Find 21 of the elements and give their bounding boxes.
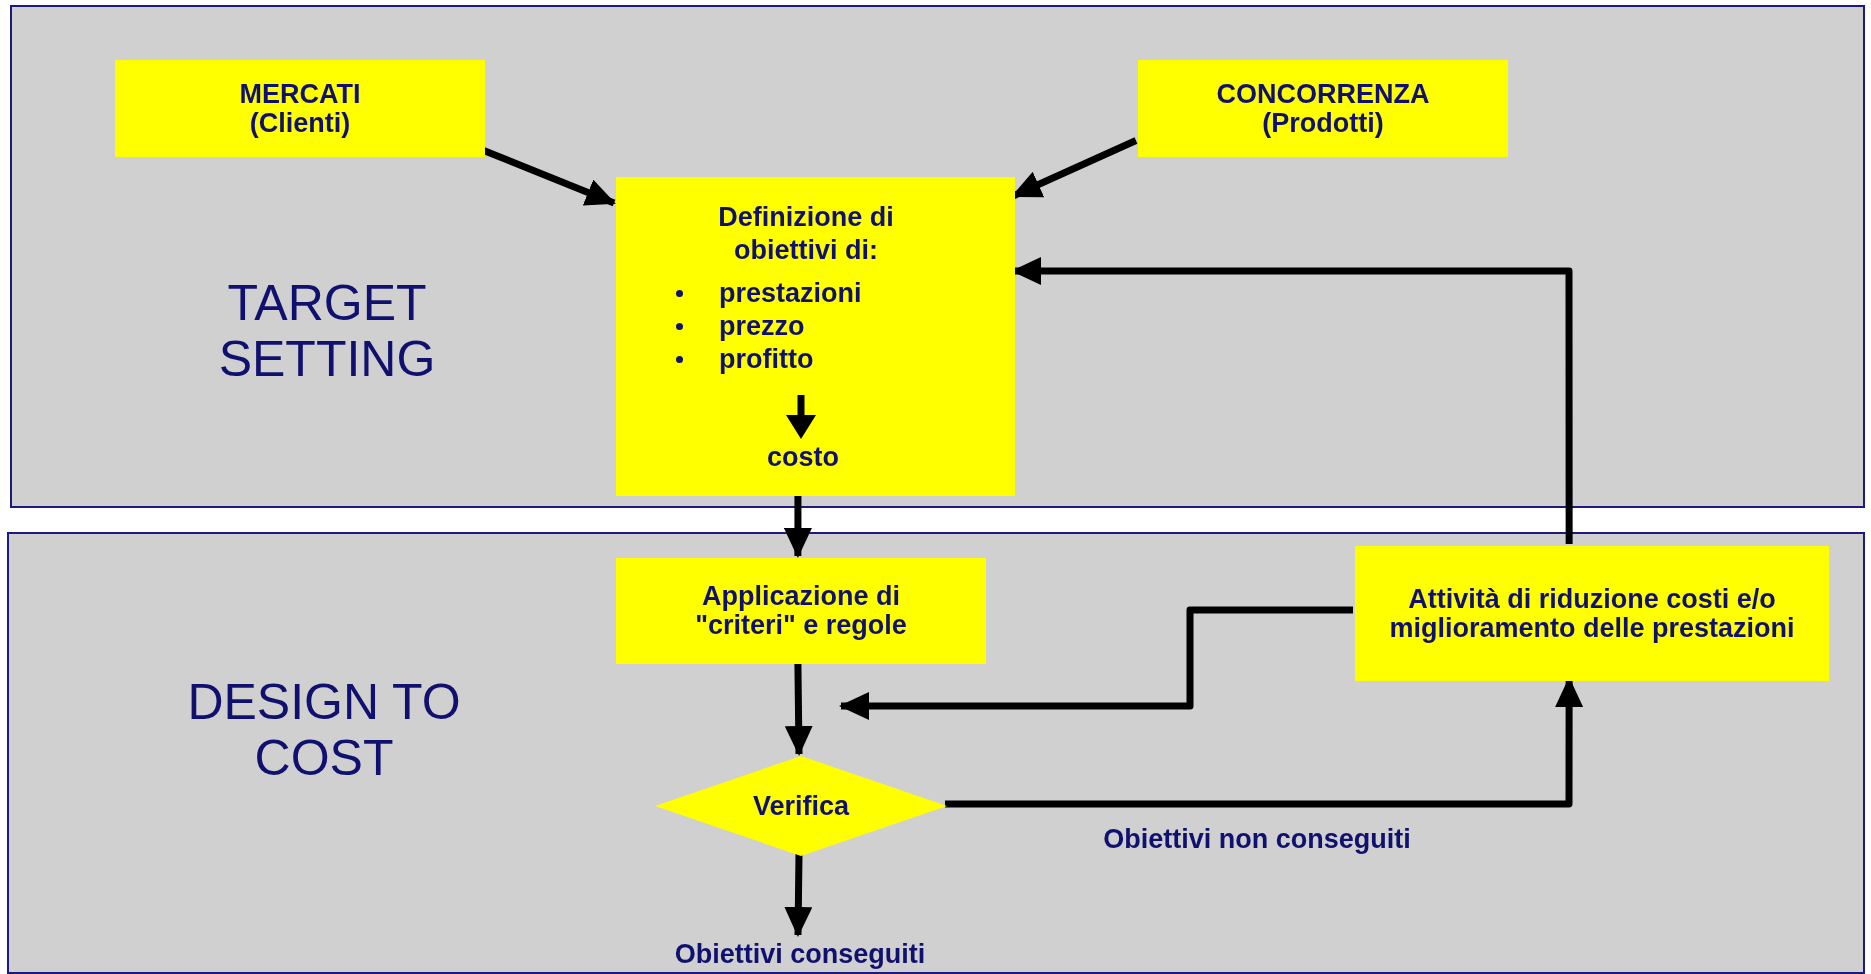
list-item: prezzo	[719, 310, 805, 343]
result-text: costo	[766, 441, 840, 474]
section-heading: DESIGN TO COST	[186, 674, 462, 786]
section-heading: TARGET SETTING	[217, 275, 437, 387]
arrow	[839, 606, 1353, 720]
target-box	[616, 177, 1015, 496]
list-item: prestazioni	[719, 277, 862, 310]
process-box: MERCATI (Clienti)	[115, 60, 485, 157]
arrow	[784, 853, 813, 937]
outcome-text: Obiettivi conseguiti	[622, 937, 978, 971]
section-band	[10, 5, 1865, 508]
process-box: Applicazione di "criteri" e regole	[616, 558, 986, 664]
list-item: profitto	[719, 343, 814, 376]
arrow	[784, 661, 813, 756]
process-box: CONCORRENZA (Prodotti)	[1138, 60, 1508, 157]
arrow	[783, 494, 812, 558]
box-heading: Definizione di obiettivi di:	[717, 201, 895, 267]
section-band	[7, 532, 1865, 974]
decision-diamond	[655, 756, 947, 856]
process-box: Attività di riduzione costi e/o miglioramento delle prestazioni	[1355, 546, 1829, 681]
decision-text: Verifica	[752, 789, 850, 823]
